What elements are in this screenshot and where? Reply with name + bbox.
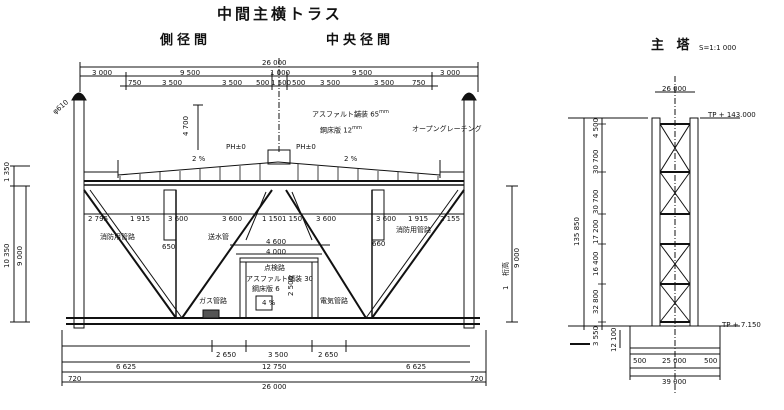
dim-second-0: 750 (128, 79, 142, 87)
dim-second-2: 3 500 (222, 79, 243, 87)
label-water: 送水管 (208, 233, 229, 241)
tower-base-right: 500 (704, 357, 718, 365)
label-slope-right: 2 % (344, 155, 358, 163)
label-elec: 電気管路 (320, 297, 348, 305)
dim-lower-7: 3 600 (376, 215, 397, 223)
tower-heading: 主 塔 (651, 38, 694, 53)
dim-lower-5: 1 150 (282, 215, 303, 223)
label-650: 650 (162, 243, 176, 251)
label-660: 660 (372, 240, 386, 248)
label-fire-right: 消防用管路 (396, 226, 431, 234)
dim-edge-right: 720 (470, 375, 484, 383)
tower-seg-4: 16 400 (592, 251, 600, 277)
tower-base-left: 500 (633, 357, 647, 365)
dim-bottom-a: 2 650 (216, 351, 237, 359)
dim-room-h: 2 500 (287, 275, 295, 296)
dim-lower-1: 1 915 (130, 215, 151, 223)
dim-edge-left: 720 (68, 375, 82, 383)
dim-second-8: 750 (412, 79, 426, 87)
tower-seg-0: 4 500 (592, 117, 600, 138)
tower-foot: 12 100 (610, 327, 618, 353)
dim-left-h1: 1 350 (3, 161, 11, 182)
tower-base-total: 39 000 (662, 378, 687, 386)
tower-seg-2: 30 700 (592, 189, 600, 215)
tower-seg-3: 17 200 (592, 219, 600, 245)
dim-lower-2: 3 600 (168, 215, 189, 223)
dim-right-h: 9 000 (513, 247, 521, 268)
tower-total-height: 135 850 (573, 217, 581, 246)
tower-tp-top: TP + 143.000 (708, 111, 756, 119)
dim-bottom-c: 2 650 (318, 351, 339, 359)
tower-seg-6: 3 550 (592, 325, 600, 346)
dim-left-h2: 9 000 (16, 245, 24, 266)
label-deck-unit: mm (352, 125, 362, 131)
dim-left-mid: 9 500 (180, 69, 201, 77)
dim-center: 1 000 (270, 69, 291, 77)
label-fire-left: 消防用管路 (100, 233, 135, 241)
label-slope-left: 2 % (192, 155, 206, 163)
tower-base-mid: 25 000 (662, 357, 687, 365)
dim-overall-top: 26 000 (262, 59, 287, 67)
label-asphalt-unit: mm (379, 109, 389, 115)
dim-lower-9: 2 155 (440, 215, 461, 223)
tower-seg-5: 32 800 (592, 289, 600, 315)
label-room-deck: 鋼床版 6 (252, 285, 280, 293)
label-ph-right: PH±0 (296, 143, 316, 151)
label-bottom-small: 4 % (262, 299, 276, 307)
tower-seg-1: 30 700 (592, 149, 600, 175)
dim-lower-3: 3 600 (222, 215, 243, 223)
dim-lower-8: 1 915 (408, 215, 429, 223)
dim-second-3: 500 (256, 79, 270, 87)
label-open-grating: オープングレーチング (412, 125, 482, 133)
label-deck: 鋼床版 12 (320, 126, 353, 135)
dim-right-label: 1 (502, 285, 510, 290)
label-inspection: 点検路 (264, 264, 285, 272)
dim-right-out: 3 000 (440, 69, 461, 77)
label-gas: ガス管路 (199, 297, 227, 305)
dim-lower-0: 2 795 (88, 215, 109, 223)
side-span-heading: 側径間 (160, 33, 212, 48)
dim-bottom-right: 6 625 (406, 363, 427, 371)
tower-width-top: 26 000 (662, 85, 687, 93)
dim-room-w1: 4 600 (266, 238, 287, 246)
tower-tp-bottom: TP + 7.150 (722, 321, 761, 329)
dim-lower-4: 1 150 (262, 215, 283, 223)
label-ph-left: PH±0 (226, 143, 246, 151)
dim-second-5: 500 (292, 79, 306, 87)
page-title: 中間主横トラス (217, 5, 343, 23)
dim-second-7: 3 500 (374, 79, 395, 87)
dim-lower-6: 3 600 (316, 215, 337, 223)
dim-second-1: 3 500 (162, 79, 183, 87)
dim-overall-bottom: 26 000 (262, 383, 287, 391)
dim-bottom-mid: 12 750 (262, 363, 287, 371)
label-asphalt: アスファルト舗装 65 (312, 110, 380, 119)
dim-room-w2: 4 000 (266, 248, 287, 256)
dim-left-total: 10 350 (3, 243, 11, 269)
dim-top-height: 4 700 (182, 115, 190, 136)
dim-bottom-left: 6 625 (116, 363, 137, 371)
dim-right-label2: 桁高 (502, 262, 510, 276)
dim-second-4: 1 500 (271, 79, 292, 87)
dim-left-out: 3 000 (92, 69, 113, 77)
dim-second-6: 3 500 (320, 79, 341, 87)
label-room-asphalt: アスファルト舗装 30 (246, 275, 314, 283)
dim-right-mid: 9 500 (352, 69, 373, 77)
dim-bottom-b: 3 500 (268, 351, 289, 359)
center-span-heading: 中央径間 (326, 33, 395, 48)
tower-scale: S=1:1 000 (699, 44, 737, 52)
